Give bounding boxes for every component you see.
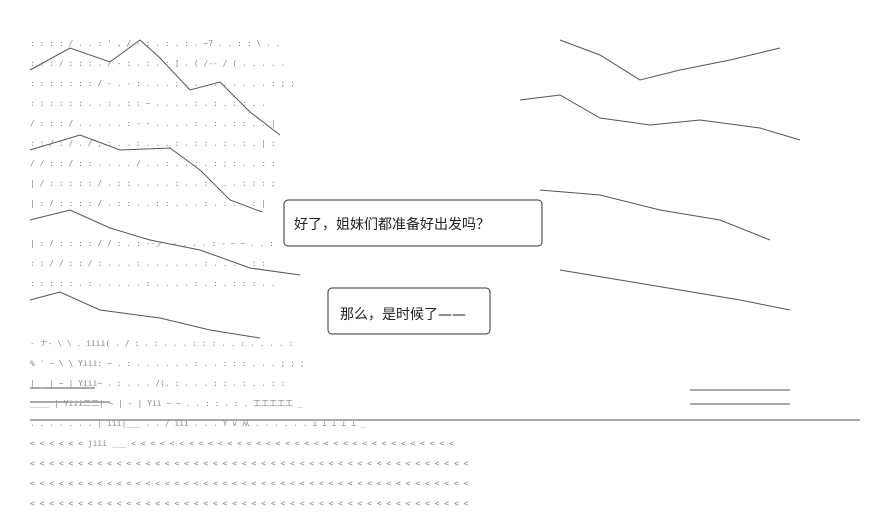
- dots-row: | _ | ~ | Yiii~ . : . . . /(. : . . . : …: [30, 379, 285, 388]
- dots-row: - ナ- \ \ . iiii( . / : . : . . . : : : .…: [30, 339, 293, 348]
- dots-row: / : : : / . . . . . : - - . . . . : . : …: [30, 119, 276, 128]
- dots-row: | / : : : : : / . : : . . . . : . . : . …: [30, 179, 276, 188]
- right-ground-line: [690, 389, 790, 405]
- left-cliff-line-4: [29, 291, 261, 339]
- dots-row: | : / : : : : / / : . : --ァ -- . . . : -…: [30, 239, 274, 248]
- chevron-row: < < < < < < < < < < < < < < < < < < < < …: [30, 479, 468, 488]
- dots-row: : : : : : : : / - . - : . . . ; . . . . …: [30, 79, 295, 88]
- dots-row: / / : : / : : . . . . / . . : . . : . : …: [30, 159, 276, 168]
- left-cliff-line-3: [29, 209, 301, 276]
- speech-bubble-2-text: 那么，是时候了——: [340, 307, 466, 323]
- dots-row: % ' ~ \ \ Yiii: ~ . : . . . . . . : . . …: [30, 359, 305, 368]
- chevron-row: < < < < < < < < < < < < < < < < < < < < …: [30, 459, 468, 468]
- chevron-row: < < < < < < jiii ___ < < < < < < < < < <…: [30, 439, 454, 448]
- dots-row: ____ | Yiii二二| ~ | - | Yii ~ ~ . . : : .…: [30, 399, 303, 408]
- dots-row: : : : / : : : . / - : . : . : ] . ( /-- …: [30, 59, 285, 68]
- speech-bubble-2: 那么，是时候了——: [334, 302, 472, 326]
- right-rock-line-3: [539, 189, 771, 241]
- dots-row: : : / / : : / : . . . : . . . . . . : . …: [30, 259, 266, 268]
- right-rock-line-2: [519, 94, 801, 141]
- chevron-row: < < < < < < < < < < < < < < < < < < < < …: [30, 499, 468, 508]
- dots-row: | : / : : : : / . : : . . : : . . . : . …: [30, 199, 266, 208]
- left-cliff-line: [29, 39, 281, 136]
- speech-bubble-1: 好了，姐妹们都准备好出发吗？: [288, 212, 496, 236]
- dots-row: : : : : / . . : ' , / - : . : . : . ~7 .…: [30, 39, 280, 48]
- left-cliff-line-2: [29, 134, 263, 213]
- right-rock-line-4: [559, 269, 791, 311]
- dots-row: . . . . . . . | iii|___ . . / iii . . . …: [30, 419, 366, 428]
- speech-bubble-1-text: 好了，姐妹们都准备好出发吗？: [294, 217, 490, 233]
- dots-row: : : : : : : . . : . : : ~ . . . . : . : …: [30, 99, 266, 108]
- right-rock-line: [559, 39, 781, 81]
- dots-row: : : : : : . : . . . . . : . . . . : . : …: [30, 279, 276, 288]
- left-ground-line: [30, 387, 110, 403]
- dots-row: : : / : / . / ; : . . : . . . : . : : . …: [30, 139, 276, 148]
